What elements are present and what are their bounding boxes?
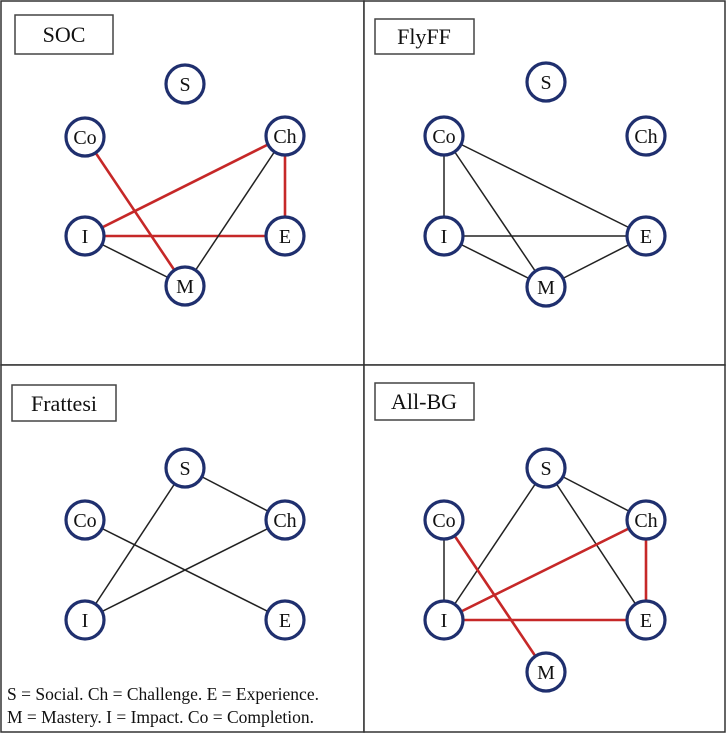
node-i: I xyxy=(423,215,465,257)
panel-label: FlyFF xyxy=(397,24,451,49)
node-ch: Ch xyxy=(625,499,667,541)
node-circle xyxy=(264,599,306,641)
node-label: M xyxy=(176,276,194,298)
panel-frattesi: Frattesi S Co ChI E S = Social. Ch = Challe… xyxy=(0,364,365,733)
edge-s-i xyxy=(443,467,547,621)
node-e: E xyxy=(264,599,306,641)
node-circle xyxy=(64,599,106,641)
panel-soc: SOC S Co ChI E M xyxy=(0,0,365,366)
node-co: Co xyxy=(64,116,106,158)
panel-label-box xyxy=(374,18,475,55)
node-ch: Ch xyxy=(264,115,306,157)
panel-all-bg: All-BG S Co ChI E M xyxy=(363,364,726,733)
node-circle xyxy=(625,599,667,641)
node-layer: S Co ChI E M xyxy=(423,61,667,308)
node-label: I xyxy=(441,610,448,632)
node-label: Co xyxy=(432,510,455,532)
node-co: Co xyxy=(423,499,465,541)
node-s: S xyxy=(164,63,206,105)
node-e: E xyxy=(625,599,667,641)
node-label: Co xyxy=(73,127,96,149)
panel-label: All-BG xyxy=(391,389,457,414)
node-ch: Ch xyxy=(625,115,667,157)
node-label: Ch xyxy=(273,126,296,148)
node-label: I xyxy=(82,226,89,248)
node-circle xyxy=(264,215,306,257)
node-label: S xyxy=(179,458,190,480)
panel-label-box xyxy=(374,382,475,421)
node-label: E xyxy=(279,226,291,248)
node-label: S xyxy=(540,458,551,480)
node-circle xyxy=(423,115,465,157)
node-ch: Ch xyxy=(264,499,306,541)
legend-line-2: M = Mastery. I = Impact. Co = Completion… xyxy=(7,707,314,727)
node-label: E xyxy=(640,610,652,632)
panel-label: SOC xyxy=(43,22,86,47)
node-label: I xyxy=(82,610,89,632)
node-label: Co xyxy=(73,510,96,532)
node-circle xyxy=(525,61,567,103)
node-circle xyxy=(64,215,106,257)
edge-i-ch xyxy=(84,519,286,621)
node-i: I xyxy=(64,215,106,257)
edge-i-ch xyxy=(443,518,647,622)
node-m: M xyxy=(525,266,567,308)
panel-label: Frattesi xyxy=(31,391,97,416)
node-layer: S Co ChI E M xyxy=(423,447,667,693)
node-co: Co xyxy=(423,115,465,157)
node-circle xyxy=(625,499,667,541)
legend-line-1: S = Social. Ch = Challenge. E = Experien… xyxy=(7,684,319,704)
edge-s-i xyxy=(84,467,186,621)
node-label: E xyxy=(640,226,652,248)
node-i: I xyxy=(64,599,106,641)
panel-frame xyxy=(0,0,365,366)
node-circle xyxy=(525,651,567,693)
node-circle xyxy=(525,266,567,308)
node-circle xyxy=(64,499,106,541)
edge-co-e xyxy=(443,135,647,237)
panel-flyff: FlyFF S Co ChI E M xyxy=(363,0,726,366)
node-circle xyxy=(423,599,465,641)
node-co: Co xyxy=(64,499,106,541)
node-circle xyxy=(625,115,667,157)
node-e: E xyxy=(625,215,667,257)
edge-co-m xyxy=(443,135,547,288)
node-circle xyxy=(164,447,206,489)
node-m: M xyxy=(164,265,206,307)
node-label: Ch xyxy=(634,126,657,148)
node-circle xyxy=(264,499,306,541)
node-layer: S Co ChI E M xyxy=(64,63,306,307)
node-s: S xyxy=(164,447,206,489)
node-s: S xyxy=(525,447,567,489)
node-circle xyxy=(423,499,465,541)
node-label: Ch xyxy=(273,510,296,532)
node-circle xyxy=(423,215,465,257)
node-label: Co xyxy=(432,126,455,148)
panel-frame xyxy=(363,0,726,366)
edge-i-ch xyxy=(84,134,286,238)
node-s: S xyxy=(525,61,567,103)
edge-ch-m xyxy=(184,135,286,287)
node-m: M xyxy=(525,651,567,693)
panel-frame xyxy=(0,364,365,733)
node-e: E xyxy=(264,215,306,257)
node-layer: S Co ChI E xyxy=(64,447,306,641)
node-label: Ch xyxy=(634,510,657,532)
panel-label-box xyxy=(14,14,114,55)
node-circle xyxy=(525,447,567,489)
node-circle xyxy=(625,215,667,257)
node-i: I xyxy=(423,599,465,641)
panel-label-box xyxy=(11,384,117,422)
node-circle xyxy=(64,116,106,158)
node-label: S xyxy=(179,74,190,96)
node-circle xyxy=(164,265,206,307)
node-label: M xyxy=(537,277,555,299)
node-label: I xyxy=(441,226,448,248)
node-circle xyxy=(164,63,206,105)
node-label: E xyxy=(279,610,291,632)
node-circle xyxy=(264,115,306,157)
node-label: S xyxy=(540,72,551,94)
node-label: M xyxy=(537,662,555,684)
